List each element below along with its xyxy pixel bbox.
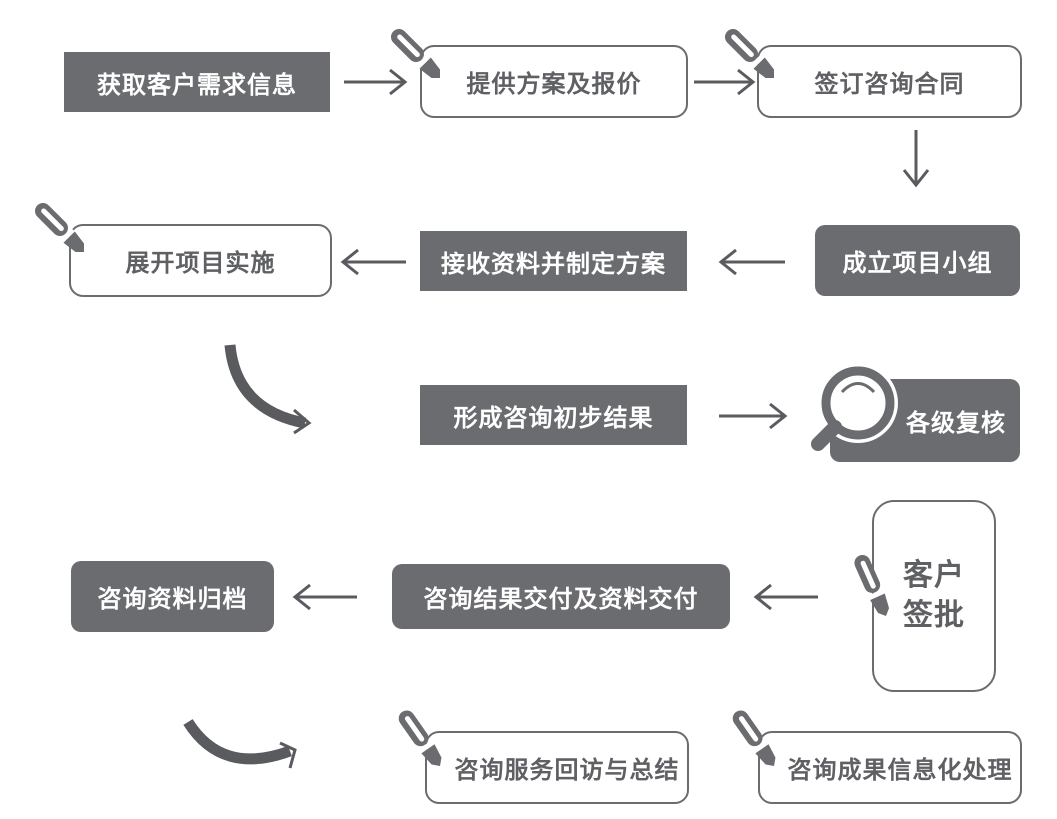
arrow-n1-n2	[344, 68, 408, 96]
node-digitize-results: 咨询成果信息化处理	[758, 731, 1022, 804]
node-label: 接收资料并制定方案	[441, 249, 666, 278]
node-label: 成立项目小组	[842, 249, 993, 277]
node-label: 获取客户需求信息	[97, 70, 297, 99]
arrow-n7-n8	[719, 402, 788, 430]
pen-icon	[395, 707, 447, 771]
node-label-line2: 签批	[903, 598, 965, 633]
node-label: 签订咨询合同	[814, 70, 965, 98]
node-label: 咨询结果交付及资料交付	[423, 585, 699, 613]
pen-icon	[31, 199, 90, 258]
node-preliminary-results: 形成咨询初步结果	[420, 385, 687, 445]
arrow-n2-n3	[694, 68, 756, 96]
node-archive-materials: 咨询资料归档	[71, 561, 274, 632]
arrow-n10-n11	[292, 583, 357, 611]
node-form-team: 成立项目小组	[815, 225, 1020, 296]
curved-arrow-n6-n7	[224, 344, 312, 435]
node-label: 形成咨询初步结果	[453, 403, 654, 432]
node-label: 提供方案及报价	[466, 70, 642, 98]
node-label: 咨询资料归档	[97, 585, 248, 613]
node-label-line1: 客户	[903, 558, 965, 593]
curved-arrow-n11-n12	[183, 718, 297, 769]
node-label: 咨询服务回访与总结	[454, 756, 680, 784]
arrow-n9-n10	[753, 583, 818, 611]
node-label: 展开项目实施	[125, 249, 276, 277]
node-sign-contract: 签订咨询合同	[757, 45, 1022, 118]
arrow-n3-n4	[902, 130, 930, 188]
node-receive-materials: 接收资料并制定方案	[420, 231, 687, 291]
node-label: 各级复核	[906, 409, 1006, 437]
node-follow-up-summary: 咨询服务回访与总结	[425, 731, 689, 804]
pen-icon	[851, 552, 894, 620]
node-deliver-results: 咨询结果交付及资料交付	[392, 564, 730, 629]
node-get-requirements: 获取客户需求信息	[64, 52, 330, 112]
node-provide-proposal: 提供方案及报价	[420, 45, 688, 118]
arrow-n4-n5	[718, 248, 785, 276]
node-project-implementation: 展开项目实施	[69, 224, 332, 297]
pen-icon	[729, 707, 781, 771]
arrow-n5-n6	[340, 248, 406, 276]
pen-icon	[721, 25, 780, 84]
magnifier-icon	[811, 363, 898, 451]
node-label: 咨询成果信息化处理	[787, 756, 1013, 784]
